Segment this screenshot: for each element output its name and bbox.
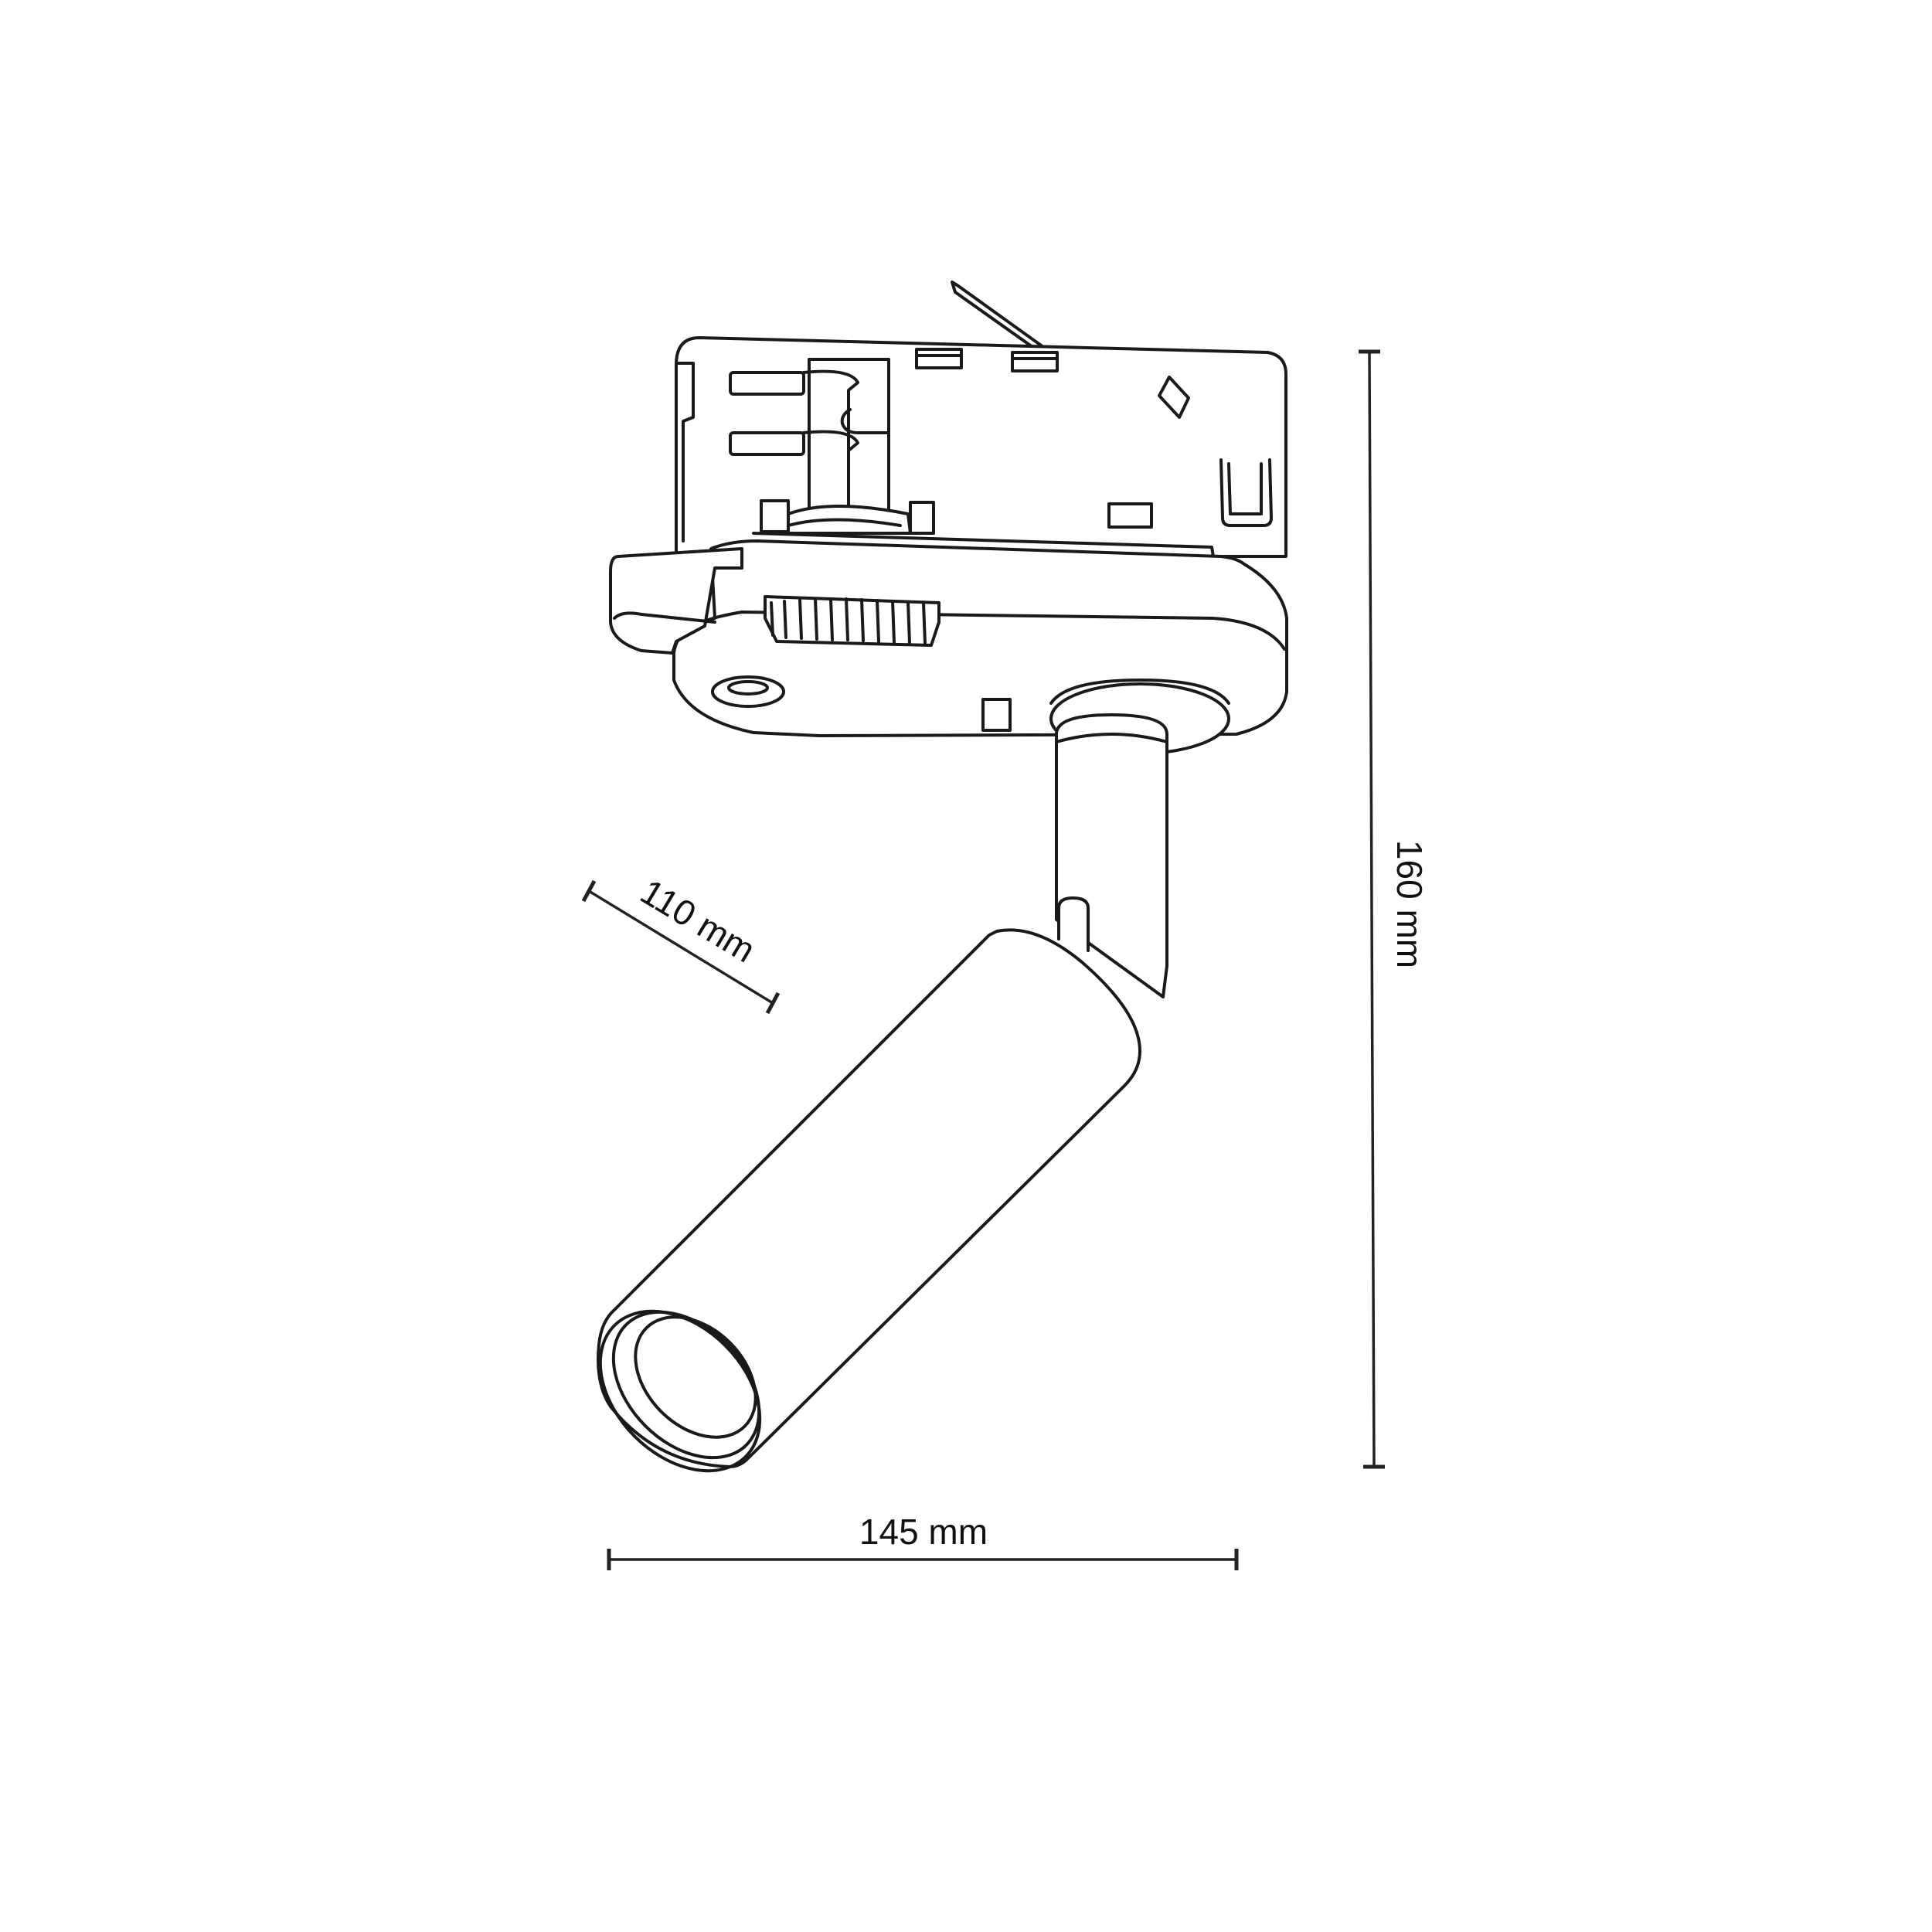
adapter-housing [675,336,1287,558]
dimension-label-length: 110 mm [634,871,762,970]
dimension-label-width: 145 mm [859,1512,988,1552]
adapter-window [915,348,963,369]
track-adapter [675,281,1287,558]
dimension-height: 160 mm [1359,349,1430,1469]
cylinder-body [597,928,1141,1468]
knurled-wheel[interactable] [764,595,940,647]
dimension-line [588,889,774,1005]
lens-opening [634,1315,757,1439]
adapter-window [1011,351,1059,372]
adapter-body [609,539,1288,755]
screw-hole [711,675,785,708]
polarity-marker [1158,376,1190,419]
spot-cylinder [597,928,1141,1473]
pivot-slot [1057,896,1090,952]
dimension-tick [581,879,597,903]
dimension-tick [765,992,781,1015]
adapter-tab [1107,502,1153,529]
rail-clip [1219,458,1273,527]
locking-knob[interactable] [609,547,743,655]
lens-bezel-inner [611,1310,761,1460]
dimension-label-height: 160 mm [1389,840,1430,968]
adapter-side-slot [675,362,695,543]
lens-bezel-outer [598,1309,762,1473]
dimension-length: 110 mm [581,871,781,1015]
dimension-line [1368,351,1376,1468]
swivel-arm [1055,713,1168,998]
dimension-width: 145 mm [607,1512,1239,1570]
